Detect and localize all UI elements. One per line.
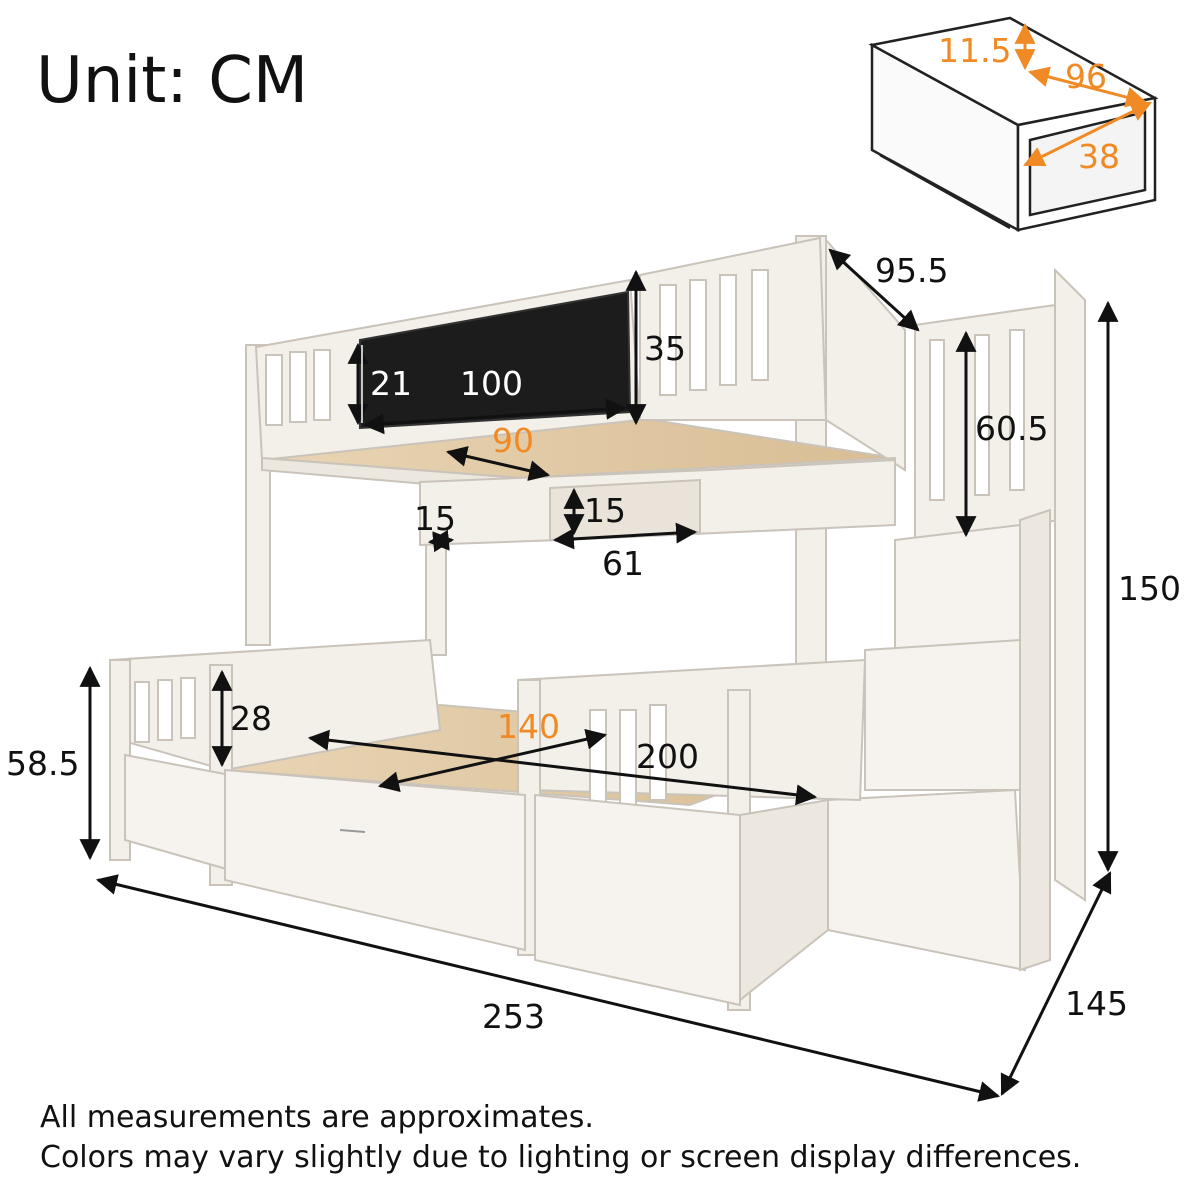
guardrail-depth-label: 95.5: [875, 251, 948, 290]
lower-width-label: 140: [497, 707, 560, 746]
length-label: 200: [636, 737, 699, 776]
rail-height-upper-label: 35: [644, 329, 686, 368]
note-colors: Colors may vary slightly due to lighting…: [40, 1140, 1082, 1175]
drawer-depth-arrow: [1027, 66, 1148, 108]
total-height-label: 150: [1118, 569, 1181, 608]
drawer-depth-label: 96: [1065, 57, 1107, 96]
overall-length-arrow: [95, 874, 1001, 1102]
drawer-illustration: [868, 16, 1159, 233]
shelf-width-label: 61: [602, 544, 644, 583]
board-width-label: 100: [460, 364, 523, 403]
lower-height-label: 58.5: [6, 744, 79, 783]
board-width-arrow: [362, 398, 628, 435]
opening-width-label: 90: [492, 421, 534, 460]
board-height-label: 21: [370, 364, 412, 403]
drawer-width-label: 38: [1078, 137, 1120, 176]
shelf-height-label: 15: [584, 491, 626, 530]
opening-width-arrow: [445, 446, 551, 481]
length-arrow: [307, 729, 818, 806]
unit-label: Unit: CM: [36, 44, 308, 118]
bunk-bed-illustration: [108, 235, 1086, 1011]
drawer-width-arrow: [1023, 101, 1152, 167]
lower-rail-height-label: 28: [230, 699, 272, 738]
overall-length-label: 253: [482, 997, 545, 1036]
overall-depth-arrow: [1000, 871, 1112, 1096]
guardrail-depth-arrow: [828, 248, 920, 332]
note-approximate: All measurements are approximates.: [40, 1100, 594, 1135]
stair-rail-height-label: 60.5: [975, 409, 1048, 448]
overall-depth-label: 145: [1065, 984, 1128, 1023]
drawer-height-label: 11.5: [938, 31, 1011, 70]
shelf-width-arrow: [552, 522, 698, 550]
shelf-depth-label: 15: [414, 499, 456, 538]
shelf-depth-arrow: [427, 529, 455, 553]
